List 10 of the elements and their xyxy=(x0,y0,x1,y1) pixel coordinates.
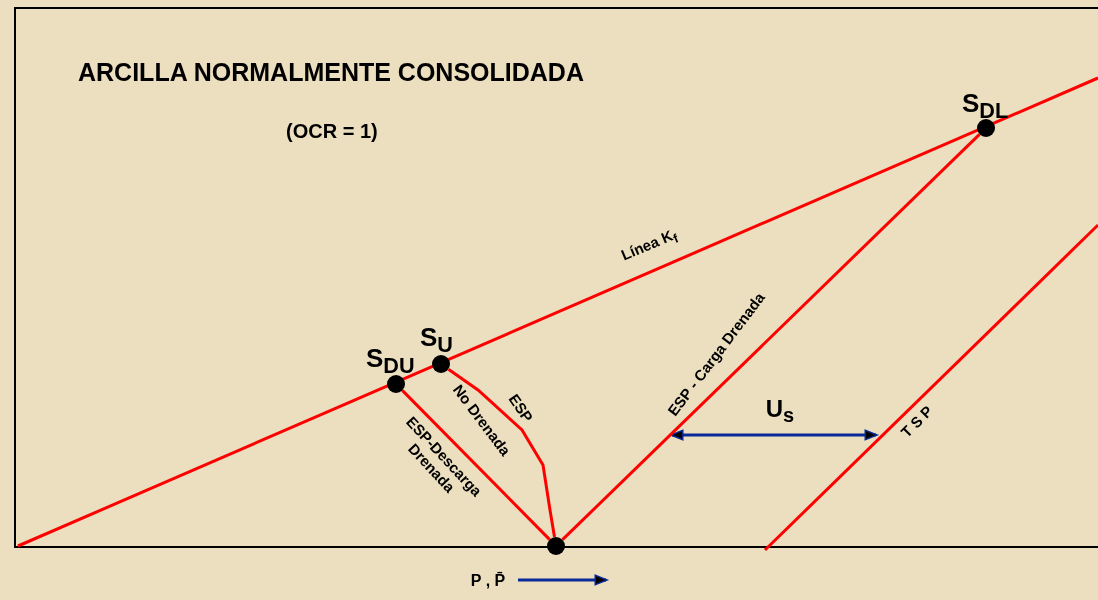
stress-path-line xyxy=(561,133,981,541)
point-label: S$_{DU}$ xyxy=(366,343,415,380)
axis-label: P , P̄ xyxy=(470,571,506,589)
annotation: (OCR = 1) xyxy=(286,120,378,143)
stress-path-line xyxy=(447,367,556,538)
point-label: S$_{DL}$ xyxy=(962,88,1009,125)
title: ARCILLA NORMALMENTE CONSOLIDADA xyxy=(78,58,584,87)
point-label: S$_{U}$ xyxy=(420,322,453,359)
pore-pressure-label: U$_{s}$ xyxy=(765,399,795,425)
stress-path-line xyxy=(401,389,551,541)
